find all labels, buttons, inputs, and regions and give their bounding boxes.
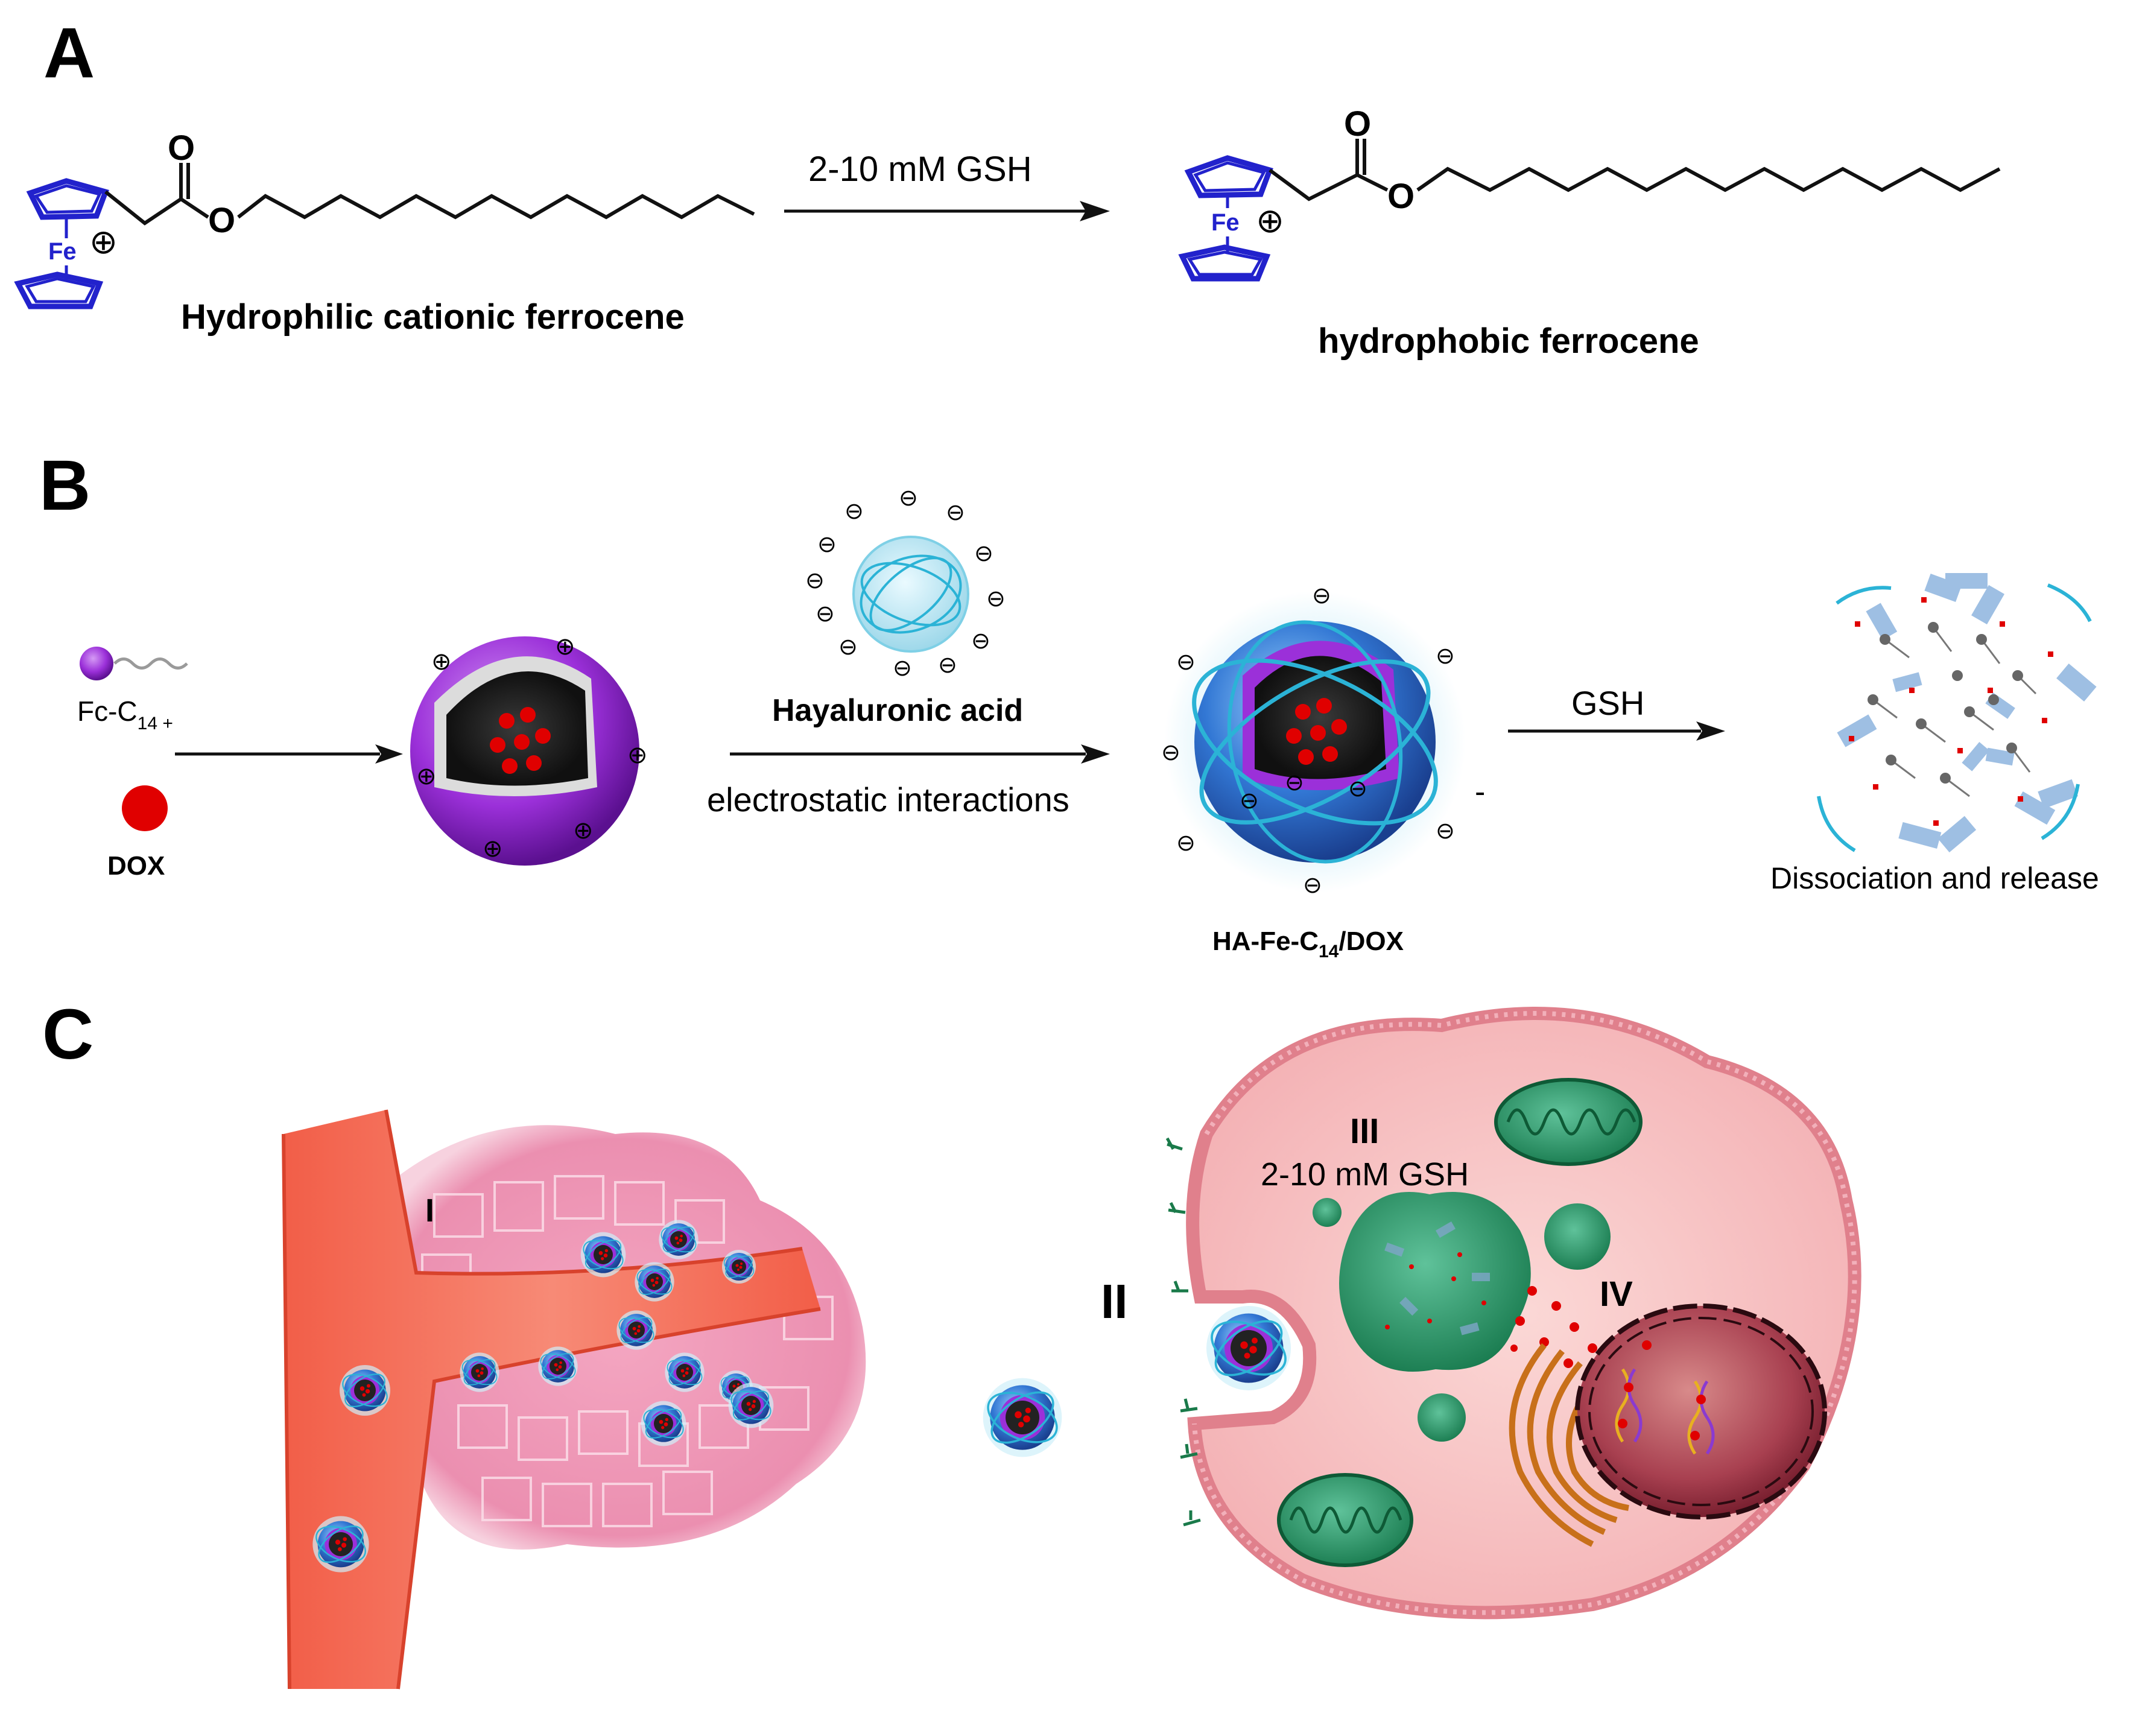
alkyl-tail-icon xyxy=(113,657,188,670)
svg-text:⊖: ⊖ xyxy=(938,651,957,678)
ha-label: Hayaluronic acid xyxy=(772,693,1023,728)
svg-text:⊖: ⊖ xyxy=(1240,787,1259,814)
nanoparticle-label-prefix: HA-Fe-C xyxy=(1212,927,1319,956)
mitochondrion-bottom xyxy=(1277,1473,1413,1567)
lysosome xyxy=(1339,1192,1531,1372)
ha-coated-nanoparticle xyxy=(1164,591,1466,893)
fe-atom-label: Fe xyxy=(48,238,77,265)
fc-c14-label: Fc-C14 + xyxy=(77,695,173,733)
panel-b: B Fc-C14 + DOX ⊕ ⊕ ⊕ ⊕ ⊕ ⊕ xyxy=(39,446,2099,961)
cell-membrane-texture xyxy=(1192,1011,1857,1615)
svg-text:⊕: ⊕ xyxy=(483,835,503,863)
reaction-condition-label: 2-10 mM GSH xyxy=(808,150,1032,189)
vesicle xyxy=(1418,1393,1466,1442)
gsh-trigger-label: GSH xyxy=(1571,684,1644,722)
lower-cyclopentadienyl-ring xyxy=(1178,244,1271,282)
carbonyl-oxygen-label: O xyxy=(1344,104,1371,144)
svg-text:⊖: ⊖ xyxy=(817,531,837,557)
svg-text:⊖: ⊖ xyxy=(805,567,825,594)
stage-iii-label: III xyxy=(1350,1112,1379,1151)
svg-text:⊖: ⊖ xyxy=(899,484,918,511)
svg-text:⊖: ⊖ xyxy=(1348,775,1367,802)
hyaluronic-acid-icon xyxy=(852,536,969,653)
panel-b-label: B xyxy=(39,446,90,525)
svg-text:⊕: ⊕ xyxy=(555,633,575,661)
svg-text:⊕: ⊕ xyxy=(431,648,452,676)
reactant-name: Hydrophilic cationic ferrocene xyxy=(181,297,685,337)
carbonyl-oxygen-label: O xyxy=(168,128,195,168)
upper-cyclopentadienyl-ring xyxy=(26,178,109,220)
svg-text:⊖: ⊖ xyxy=(1285,769,1304,796)
svg-text:⊖: ⊖ xyxy=(1303,872,1322,898)
panel-c-label: C xyxy=(42,995,93,1074)
ester-oxygen-label: O xyxy=(1387,177,1415,216)
cation-charge-icon: ⊕ xyxy=(89,223,118,262)
free-nanoparticle xyxy=(980,1376,1065,1459)
ester-oxygen-label: O xyxy=(208,201,235,240)
lower-cyclopentadienyl-ring xyxy=(14,271,104,309)
tetradecyl-chain xyxy=(237,194,755,220)
dox-icon xyxy=(122,785,168,831)
nanoparticle-charge-icons: ⊖ ⊖ ⊖ ⊖ ⊖ ⊖ ⊖ ⊖ ⊖ ⊖ xyxy=(1161,582,1455,898)
blood-vessel xyxy=(284,1110,820,1689)
dna-helix-icon xyxy=(1615,1368,1715,1455)
reactant-ferrocene-structure: Fe ⊕ O O xyxy=(14,128,755,309)
svg-text:⊖: ⊖ xyxy=(946,499,965,525)
dox-label: DOX xyxy=(107,851,165,881)
svg-text:⊕: ⊕ xyxy=(573,817,594,844)
cationic-micelle xyxy=(410,636,639,866)
upper-cyclopentadienyl-ring xyxy=(1184,155,1273,198)
stage-ii-label: II xyxy=(1101,1275,1127,1328)
fc-c14-label-main: Fc-C xyxy=(77,695,138,727)
ha-charge-icons: ⊖⊖⊖ ⊖⊖⊖ ⊖⊖⊖ ⊖⊖⊖ xyxy=(805,484,1006,681)
micelle-charge-icons: ⊕ ⊕ ⊕ ⊕ ⊕ ⊕ xyxy=(416,633,648,863)
fc-c14-subscript: 14 + xyxy=(138,714,173,733)
nanoparticle-label-suffix: /DOX xyxy=(1339,927,1404,956)
endocytosed-nanoparticle xyxy=(1203,1305,1294,1392)
product-name: hydrophobic ferrocene xyxy=(1318,322,1699,361)
svg-text:⊕: ⊕ xyxy=(627,741,648,769)
svg-text:⊖: ⊖ xyxy=(986,585,1006,612)
release-label: Dissociation and release xyxy=(1770,861,2099,895)
nanoparticle-label: HA-Fe-C14/DOX xyxy=(1212,927,1404,961)
vesicle xyxy=(1544,1203,1611,1270)
charge-icon: ⊕ xyxy=(1256,201,1284,241)
svg-text:⊖: ⊖ xyxy=(1176,829,1196,856)
fe-atom-label: Fe xyxy=(1211,209,1240,236)
vesicle xyxy=(1313,1198,1342,1227)
svg-text:⊖: ⊖ xyxy=(1161,739,1180,765)
svg-text:⊖: ⊖ xyxy=(838,633,858,660)
tetradecyl-chain xyxy=(1416,166,2001,192)
svg-text:⊖: ⊖ xyxy=(1176,648,1196,675)
svg-text:⊖: ⊖ xyxy=(1436,817,1455,844)
nanoparticle-label-subscript: 14 xyxy=(1319,942,1339,961)
svg-text:⊖: ⊖ xyxy=(816,600,835,627)
svg-text:⊖: ⊖ xyxy=(893,654,912,681)
dissociated-nanoparticle xyxy=(1817,573,2097,853)
panel-a: A Fe ⊕ O O Hydrophilic cationic ferrocen… xyxy=(14,13,2001,361)
svg-text:⊖: ⊖ xyxy=(974,540,993,566)
cd44-receptor-icons xyxy=(1165,1137,1201,1527)
released-dox-dots xyxy=(1510,1286,1597,1368)
mitochondrion-top xyxy=(1494,1078,1643,1166)
panel-c: C I xyxy=(42,995,1861,1690)
svg-text:⊖: ⊖ xyxy=(971,627,990,654)
svg-text:⊖: ⊖ xyxy=(1436,642,1455,669)
stage-iv-label: IV xyxy=(1600,1275,1633,1314)
interaction-label: electrostatic interactions xyxy=(707,781,1069,819)
stray-minus-sign: - xyxy=(1475,775,1485,809)
svg-text:⊖: ⊖ xyxy=(844,498,864,524)
product-ferrocene-structure: Fe ⊕ O O xyxy=(1178,104,2001,282)
fc-c14-headgroup-icon xyxy=(80,647,113,680)
stage-i-label: I xyxy=(425,1193,434,1229)
svg-text:⊖: ⊖ xyxy=(1312,582,1331,609)
gsh-concentration-label: 2-10 mM GSH xyxy=(1261,1156,1469,1193)
panel-a-label: A xyxy=(43,13,95,93)
nucleus xyxy=(1575,1304,1827,1519)
svg-text:⊕: ⊕ xyxy=(416,762,437,790)
